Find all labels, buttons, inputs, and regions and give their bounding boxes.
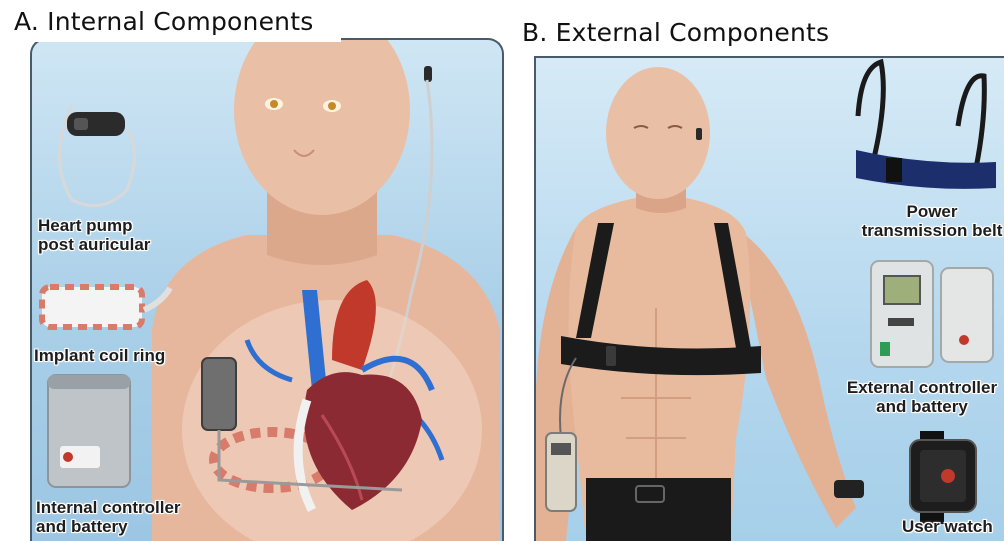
- internal-illustration: [32, 40, 502, 541]
- head: [606, 67, 710, 199]
- belt-label: Power transmission belt: [852, 202, 1004, 240]
- external-battery-device: [941, 268, 993, 362]
- belt-harness-left: [858, 62, 883, 158]
- wrist-watch: [834, 480, 864, 498]
- user-watch-label: User watch: [902, 517, 993, 536]
- left-eye: [270, 100, 278, 108]
- external-components-panel: Power transmission belt External control…: [534, 56, 1004, 541]
- power-transmission-belt: [856, 150, 996, 189]
- ear-connector: [424, 66, 432, 82]
- belt-harness-right: [958, 76, 984, 168]
- ear-connector: [696, 128, 702, 140]
- coil-ring-label: Implant coil ring: [34, 346, 165, 365]
- internal-controller-implant: [202, 358, 236, 430]
- right-eye: [328, 102, 336, 110]
- internal-controller-device: [48, 375, 130, 487]
- coil-ring-device: [42, 287, 142, 327]
- internal-controller-label: Internal controller and battery: [36, 498, 181, 536]
- external-illustration: [536, 58, 1004, 541]
- external-controller-label: External controller and battery: [838, 378, 1004, 416]
- panel-b-title: B. External Components: [522, 14, 857, 54]
- head: [234, 40, 410, 215]
- internal-components-panel: Heart pump post auricular Implant coil r…: [30, 38, 504, 541]
- panel-a-title: A. Internal Components: [14, 4, 341, 42]
- pants: [586, 478, 731, 541]
- heart-pump-label: Heart pump post auricular: [38, 216, 150, 254]
